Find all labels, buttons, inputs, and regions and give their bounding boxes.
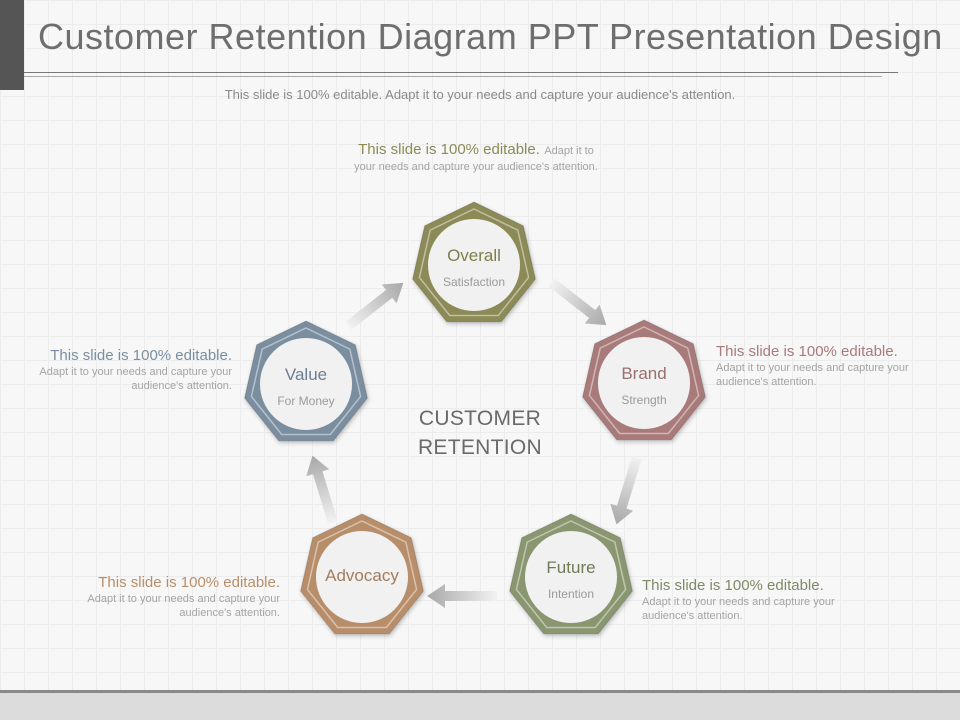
node-future: Future Intention <box>509 513 633 635</box>
caption-advocacy-body: Adapt it to your needs and capture your … <box>87 593 280 619</box>
title-divider-secondary <box>24 76 882 77</box>
node-future-title: Future <box>546 558 595 577</box>
caption-advocacy: This slide is 100% editable. Adapt it to… <box>40 574 280 620</box>
caption-value-head: This slide is 100% editable. <box>50 347 232 364</box>
title-divider <box>24 72 898 73</box>
arrow-value-to-overall <box>345 282 404 330</box>
node-future-subtitle: Intention <box>548 587 594 601</box>
corner-accent-block <box>0 0 24 90</box>
caption-future-body: Adapt it to your needs and capture your … <box>642 596 835 622</box>
caption-brand-body: Adapt it to your needs and capture your … <box>716 362 909 388</box>
caption-future-head: This slide is 100% editable. <box>642 577 824 594</box>
caption-overall: This slide is 100% editable. Adapt it to… <box>352 141 600 174</box>
arrow-brand-to-future <box>610 456 642 525</box>
caption-brand-head: This slide is 100% editable. <box>716 343 898 360</box>
node-value-title: Value <box>285 365 327 384</box>
caption-value-body: Adapt it to your needs and capture your … <box>39 366 232 392</box>
center-label-line2: RETENTION <box>417 436 543 459</box>
node-overall-subtitle: Satisfaction <box>443 275 505 289</box>
caption-brand: This slide is 100% editable. Adapt it to… <box>716 343 956 389</box>
node-overall: Overall Satisfaction <box>412 201 536 323</box>
footer-band <box>0 693 960 720</box>
footer-divider <box>0 690 960 693</box>
center-label: CUSTOMER RETENTION <box>400 404 560 462</box>
node-brand: Brand Strength <box>582 319 706 441</box>
caption-overall-body: Adapt it to your needs and capture your … <box>354 145 598 173</box>
caption-advocacy-head: This slide is 100% editable. <box>98 574 280 591</box>
node-advocacy: Advocacy <box>300 513 424 635</box>
caption-future: This slide is 100% editable. Adapt it to… <box>642 577 882 623</box>
node-brand-subtitle: Strength <box>621 393 666 407</box>
caption-overall-head: This slide is 100% editable. <box>358 141 540 158</box>
slide-subtitle: This slide is 100% editable. Adapt it to… <box>224 87 736 102</box>
arrow-future-to-advocacy <box>427 584 497 608</box>
arrow-advocacy-to-value <box>306 455 338 524</box>
node-advocacy-title: Advocacy <box>325 566 399 585</box>
node-brand-title: Brand <box>621 364 666 383</box>
node-value: Value For Money <box>244 320 368 442</box>
slide-title: Customer Retention Diagram PPT Presentat… <box>38 16 943 57</box>
caption-value: This slide is 100% editable. Adapt it to… <box>0 347 232 393</box>
center-label-line1: CUSTOMER <box>418 407 542 430</box>
node-overall-title: Overall <box>447 246 501 265</box>
node-value-subtitle: For Money <box>277 394 334 408</box>
arrow-overall-to-brand <box>548 278 607 326</box>
